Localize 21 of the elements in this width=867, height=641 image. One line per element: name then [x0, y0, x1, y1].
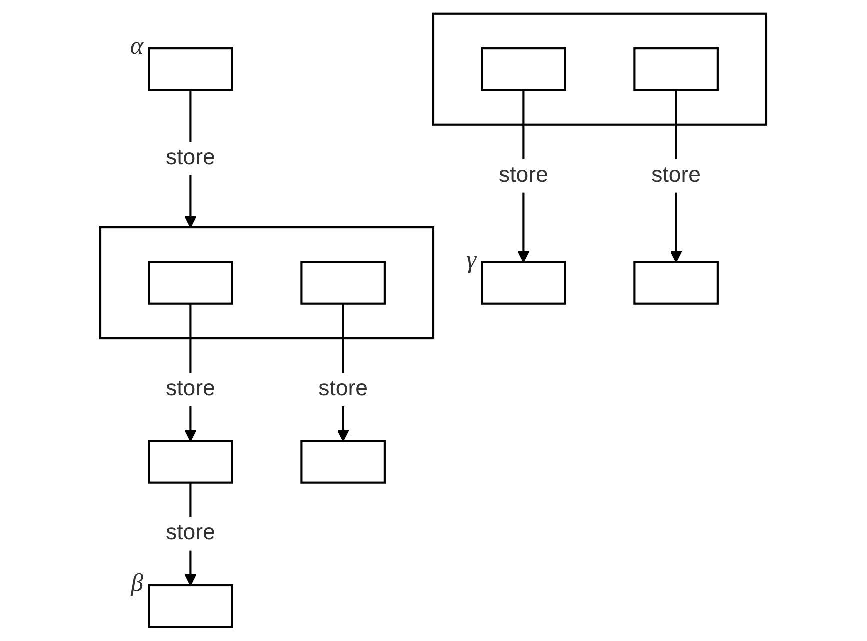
node-box	[148, 584, 234, 628]
node-box	[148, 440, 234, 484]
node-box	[634, 48, 719, 92]
edge-label: store	[318, 377, 368, 401]
cluster	[99, 226, 435, 340]
node-box	[634, 261, 719, 305]
edge-label: store	[166, 377, 216, 401]
node-caption: β	[131, 570, 144, 598]
node-caption: α	[130, 33, 144, 60]
node-box	[148, 261, 234, 305]
node-box	[300, 261, 386, 305]
edge-label: store	[652, 164, 701, 188]
edge-label: store	[166, 522, 216, 546]
node-box	[481, 261, 566, 305]
node-caption: γ	[466, 246, 476, 274]
node-box	[300, 440, 386, 484]
node-box	[481, 48, 566, 92]
cluster	[432, 12, 768, 126]
edge-label: store	[166, 146, 216, 170]
edge-label: store	[499, 164, 548, 188]
node-box	[148, 48, 234, 92]
